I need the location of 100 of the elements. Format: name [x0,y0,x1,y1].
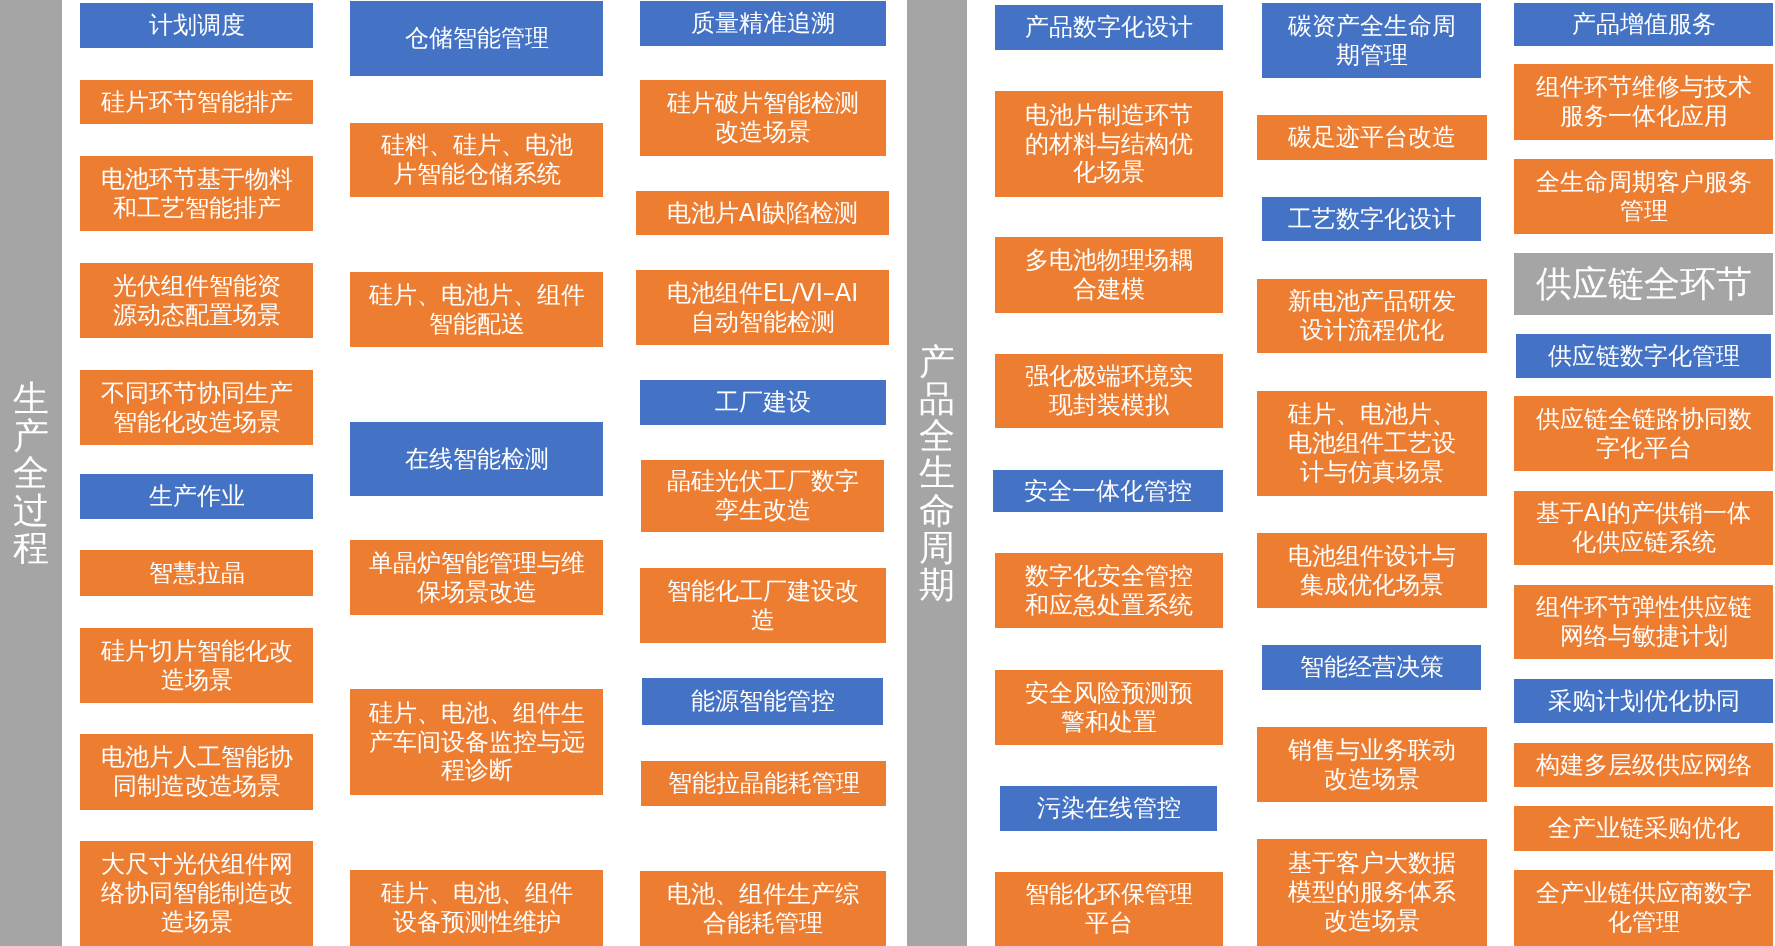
category-title: 碳资产全生命周期管理 [1286,11,1457,70]
scenario-text: 晶硅光伏工厂数字孪生改造 [665,467,860,525]
scenario-text: 强化极端环境实现封装模拟 [1024,362,1194,420]
scenario-box [995,670,1223,745]
scenario-box [1514,159,1773,234]
scenario-box [1257,115,1487,160]
scenario-box [80,550,313,596]
category-title: 产品数字化设计 [1025,13,1193,42]
scenario-text: 智慧拉晶 [148,558,245,588]
scenario-box [1257,533,1487,608]
scenario-text: 大尺寸光伏组件网络协同智能制造改造场景 [99,850,294,937]
scenario-text: 组件环节维修与技术服务一体化应用 [1534,73,1753,131]
category-title: 工厂建设 [715,388,811,417]
category-box [350,422,603,496]
section-band [0,0,62,946]
scenario-box [1514,64,1773,140]
scenario-box [350,540,603,615]
scenario-box [641,460,884,532]
scenario-box [995,553,1223,628]
scenario-box [1514,870,1773,946]
scenario-box [1257,839,1487,946]
category-title: 生产作业 [148,482,245,511]
scenario-box [995,237,1223,313]
scenario-box [1514,743,1773,787]
category-title: 能源智能管控 [690,687,835,716]
scenario-text: 销售与业务联动改造场景 [1287,735,1457,794]
scenario-box [636,191,889,235]
category-title: 智能经营决策 [1299,653,1444,682]
scenario-box [80,80,313,124]
scenario-text: 全生命周期客户服务管理 [1534,167,1753,226]
scenario-box [641,761,886,806]
scenario-box [1257,391,1487,496]
scenario-text: 电池组件EL/VI–AI自动智能检测 [665,278,860,337]
scenario-text: 智能化工厂建设改造 [666,576,860,635]
category-title: 产品增值服务 [1571,10,1716,39]
category-title: 采购计划优化协同 [1547,686,1740,716]
category-title: 污染在线管控 [1036,794,1181,823]
scenario-text: 硅片、电池片、电池组件工艺设计与仿真场景 [1287,400,1457,487]
category-box [1000,786,1217,831]
category-box [640,1,886,46]
scenario-box [636,270,889,345]
scenario-box [1514,396,1773,471]
scenario-text: 智能拉晶能耗管理 [667,769,860,798]
category-title: 计划调度 [148,11,245,40]
scenario-text: 电池片AI缺陷检测 [666,198,859,228]
category-box [995,5,1223,50]
category-box [640,380,886,425]
scenario-text: 电池、组件生产综合能耗管理 [666,879,860,938]
category-title: 在线智能检测 [404,444,549,474]
scenario-box [640,871,886,946]
scenario-text: 电池片人工智能协同制造改造场景 [99,743,294,801]
category-box [1514,3,1773,46]
scenario-text: 数字化安全管控和应急处置系统 [1024,561,1194,620]
scenario-text: 电池组件设计与集成优化场景 [1287,541,1457,600]
scenario-text: 硅片切片智能化改造场景 [99,636,294,695]
scenario-box [80,628,313,703]
category-title: 质量精准追溯 [691,9,835,38]
category-box [80,474,313,519]
scenario-box [350,272,603,347]
scenario-box [640,80,886,156]
category-box [1262,645,1481,690]
category-title: 安全一体化管控 [1024,476,1192,506]
scenario-text: 新电池产品研发设计流程优化 [1287,287,1457,345]
scenario-box [1257,279,1487,353]
scenario-box [350,123,603,197]
scenario-box [1514,806,1773,851]
scenario-box [995,354,1223,428]
scenario-box [1514,585,1773,659]
scenario-text: 不同环节协同生产智能化改造场景 [99,378,294,437]
section-band [907,0,967,946]
scenario-text: 安全风险预测预警和处置 [1024,678,1194,737]
scenario-box [995,872,1223,946]
category-box [1262,3,1481,78]
scenario-box [1257,727,1487,802]
scenario-box [995,91,1223,197]
scenario-text: 硅片环节智能排产 [100,87,293,117]
section-box [1514,253,1773,315]
category-title: 工艺数字化设计 [1287,204,1456,234]
scenario-text: 电池环节基于物料和工艺智能排产 [99,164,294,223]
scenario-text: 组件环节弹性供应链网络与敏捷计划 [1534,593,1753,651]
scenario-box [350,689,603,795]
scenario-box [80,263,313,338]
scenario-text: 硅料、硅片、电池片智能仓储系统 [379,131,574,189]
scenario-box [80,841,313,946]
section-title: 产品全生命周期 [919,343,955,603]
scenario-box [350,870,603,946]
scenario-text: 多电池物理场耦合建模 [1024,246,1194,304]
category-title: 仓储智能管理 [404,24,549,53]
scenario-text: 全产业链供应商数字化管理 [1534,879,1753,937]
category-box [1514,679,1773,723]
scenario-box [640,568,886,643]
category-box [1516,334,1771,378]
scenario-text: 单晶炉智能管理与维保场景改造 [367,548,586,607]
scenario-text: 基于AI的产供销一体化供应链系统 [1534,499,1753,557]
scenario-box [80,370,313,445]
scenario-text: 电池片制造环节的材料与结构优化场景 [1024,100,1194,188]
scenario-text: 硅片破片智能检测改造场景 [666,89,860,147]
category-title: 供应链数字化管理 [1547,341,1740,371]
section-title: 供应链全环节 [1535,264,1752,304]
scenario-text: 基于客户大数据模型的服务体系改造场景 [1287,849,1457,936]
